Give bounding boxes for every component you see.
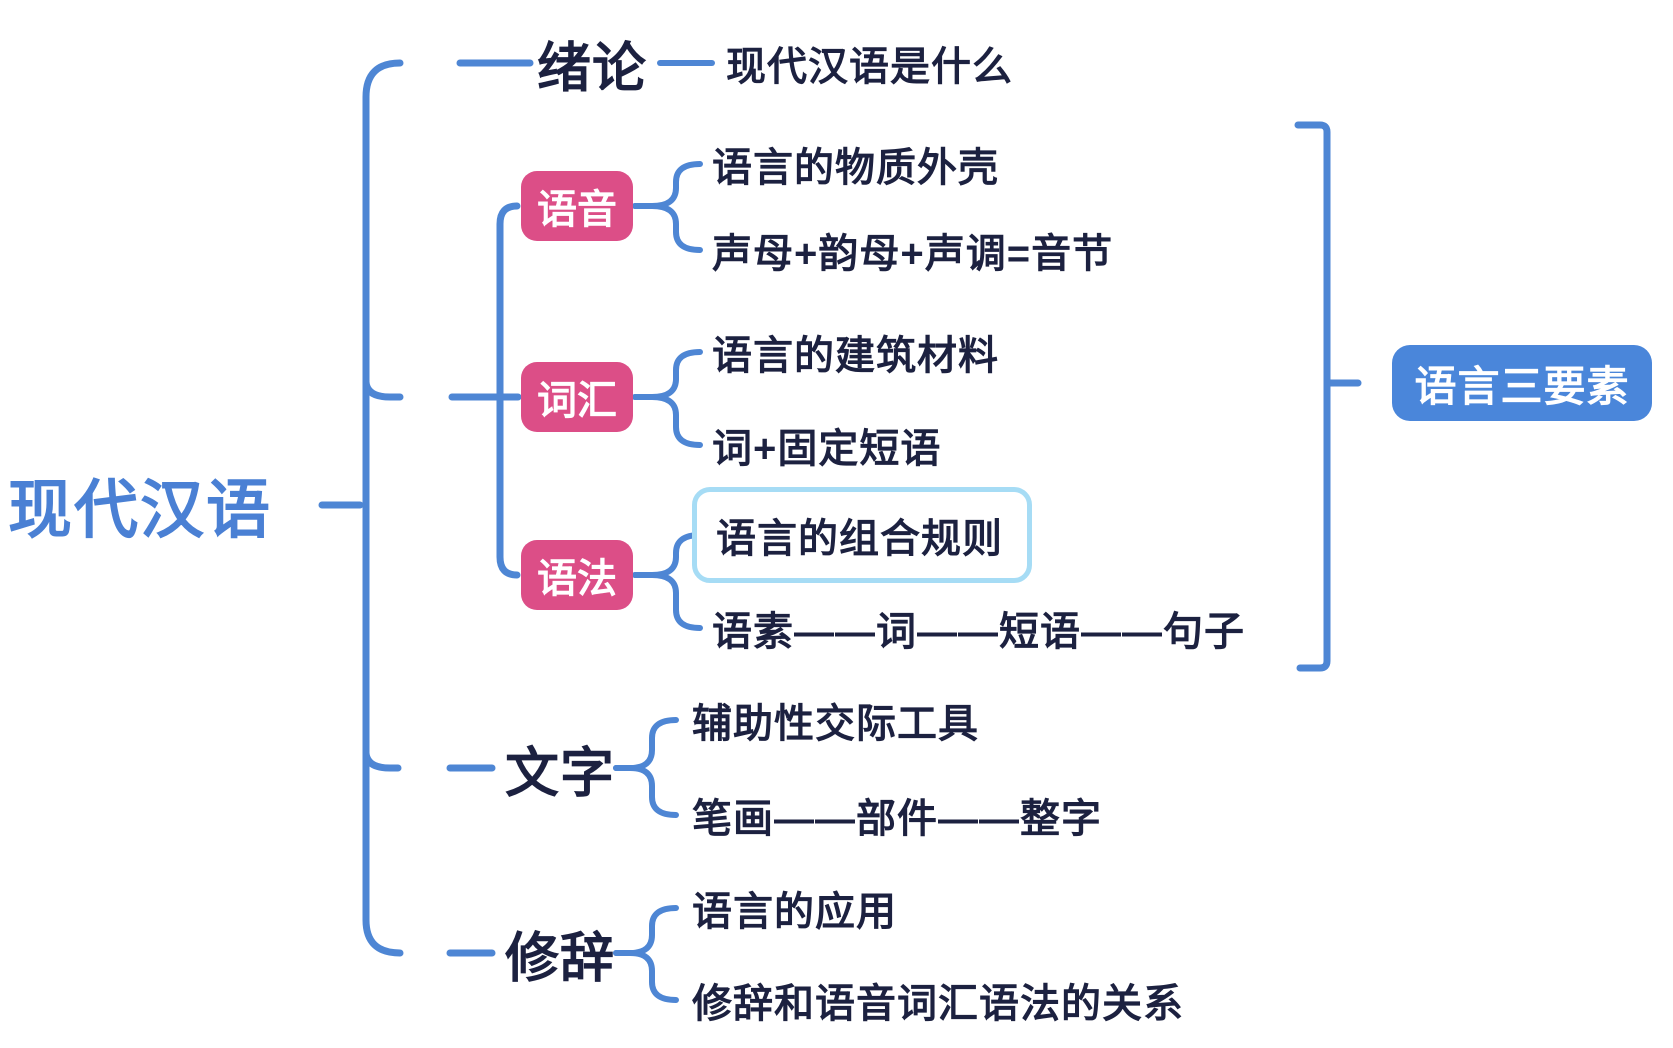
trunk-line <box>362 59 404 957</box>
leaf-wuzhi-waike[interactable]: 语言的物质外壳 <box>712 146 999 190</box>
leaf-zuhe-guize-label: 语言的组合规则 <box>716 517 1003 561</box>
pink-group-spine <box>496 202 521 579</box>
leaf-ci-guding-duanyu[interactable]: 词+固定短语 <box>712 427 942 471</box>
bracket-xiuci-top <box>613 905 679 956</box>
leaf-fuzhuxing-jiaoji[interactable]: 辅助性交际工具 <box>692 702 979 746</box>
bracket-yuyin-bottom <box>632 203 703 253</box>
leaf-yuyan-de-yingyong[interactable]: 语言的应用 <box>692 890 897 934</box>
root-node[interactable]: 现代汉语 <box>8 474 272 546</box>
bracket-yuyin-top <box>632 161 703 209</box>
annotation-bracket <box>1294 121 1331 672</box>
trunk-exit-wenzi <box>362 749 402 772</box>
bracket-wenzi-top <box>613 717 679 771</box>
bracket-yufa-bottom <box>632 572 703 631</box>
trunk-exit-cihui <box>362 378 404 401</box>
highlighted-leaf-zuhe-guize[interactable]: 语言的组合规则 <box>692 487 1032 583</box>
leaf-yusu-ci-duanyu-juzi[interactable]: 语素——词——短语——句子 <box>712 610 1245 654</box>
bracket-cihui-top <box>632 349 703 400</box>
topic-box-yuyin[interactable]: 语音 <box>521 171 633 241</box>
bracket-yufa-top <box>632 532 703 578</box>
bracket-wenzi-bottom <box>613 765 679 818</box>
leaf-shengmu-yunmu[interactable]: 声母+韵母+声调=音节 <box>712 232 1114 276</box>
annotation-box-sanyaosu[interactable]: 语言三要素 <box>1392 345 1652 421</box>
topic-box-cihui[interactable]: 词汇 <box>521 362 633 432</box>
leaf-xiuci-guanxi[interactable]: 修辞和语音词汇语法的关系 <box>692 982 1184 1026</box>
branch-label-xulun[interactable]: 绪论 <box>537 38 647 99</box>
leaf-jianzhu-cailiao[interactable]: 语言的建筑材料 <box>712 334 999 378</box>
leaf-xiandaihanyu-shishenme[interactable]: 现代汉语是什么 <box>726 45 1013 89</box>
bracket-cihui-bottom <box>632 394 703 448</box>
topic-box-yufa[interactable]: 语法 <box>521 540 633 610</box>
bracket-xiuci-bottom <box>613 950 679 1003</box>
leaf-bihua-bujian-zhengzi[interactable]: 笔画——部件——整字 <box>692 797 1102 841</box>
branch-label-xiuci[interactable]: 修辞 <box>505 928 615 989</box>
branch-label-wenzi[interactable]: 文字 <box>505 743 615 804</box>
